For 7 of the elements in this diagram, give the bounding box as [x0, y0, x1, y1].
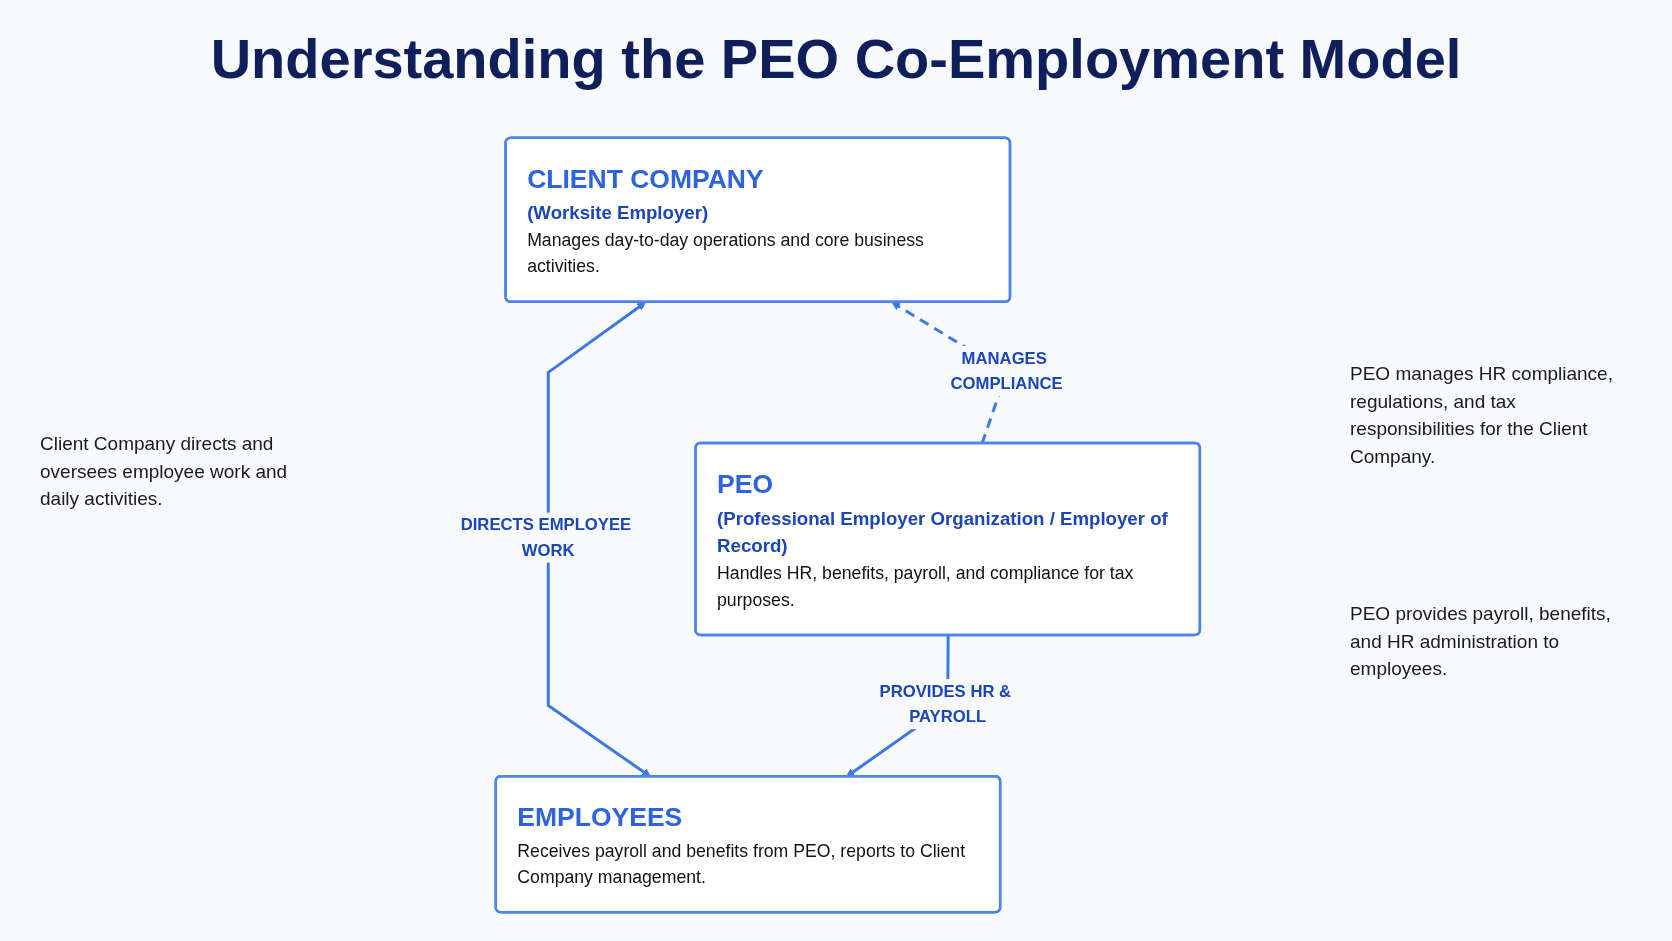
note-text: PEO manages HR compliance, regulations, and tax responsibilities for the Client Company.: [1350, 362, 1614, 469]
edge-label: DIRECTS EMPLOYEE WORK: [460, 515, 632, 560]
note-text: PEO provides payroll, benefits, and HR administration to employees.: [1350, 602, 1612, 682]
note-text: Client Company directs and oversees employee work and daily activities.: [40, 432, 289, 512]
diagram-title: Understanding the PEO Co-Employment Model: [210, 26, 1462, 91]
edge-label: PROVIDES HR & PAYROLL: [879, 682, 1012, 726]
edge-label: MANAGES COMPLIANCE: [950, 348, 1063, 393]
